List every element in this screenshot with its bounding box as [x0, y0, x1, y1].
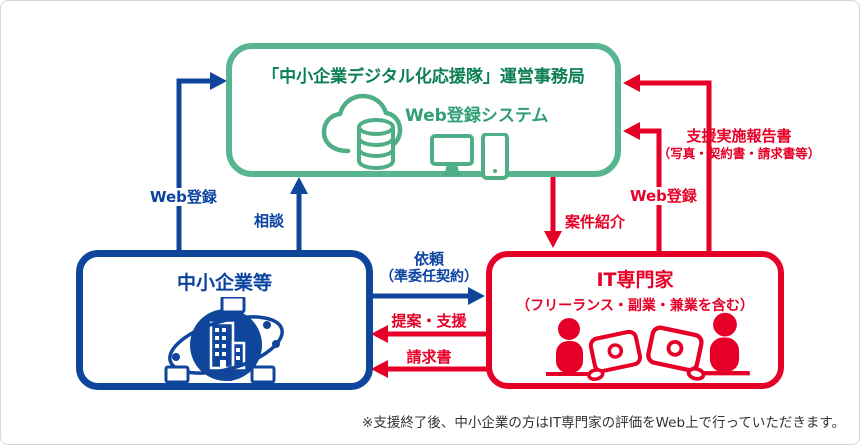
line-support-report: [638, 80, 712, 253]
label-sme-web-register: Web登録: [147, 188, 220, 206]
arrowhead-request: [468, 287, 485, 305]
label-request-note: （準委任契約）: [380, 269, 478, 285]
expert-box: IT専門家 （フリーランス・副業・兼業を含む）: [486, 251, 784, 389]
building-windows: [215, 328, 240, 368]
label-request: 依頼: [413, 250, 444, 268]
monitor-icon: [430, 134, 474, 176]
arrowhead-web-register-sme: [210, 72, 227, 90]
building-network-icon: [164, 297, 284, 388]
label-support-report: 支援実施報告書: [686, 127, 792, 145]
arrowhead-consult: [290, 177, 308, 194]
label-consult: 相談: [254, 212, 285, 230]
label-expert-web-register: Web登録: [627, 187, 700, 205]
label-support-report-group: 支援実施報告書 （写真・契約書・請求書等）: [646, 127, 832, 163]
orbit-network: [168, 315, 284, 381]
experts-laptop-icons: [546, 309, 752, 387]
tablet-icon: [481, 133, 509, 180]
arrowhead-case-introduction: [544, 231, 562, 248]
line-web-register-sme: [176, 78, 211, 253]
expert-box-subtitle: （フリーランス・副業・兼業を含む）: [516, 298, 754, 314]
label-proposal-support: 提案・支援: [391, 312, 467, 330]
network-monitor-icons: [164, 297, 276, 388]
footnote: ※支援終了後、中小企業の方はIT専門家の評価をWeb上で行っていただきます。: [362, 415, 845, 431]
cloud-database-icon: [321, 93, 403, 170]
sme-box-title: 中小企業等: [176, 272, 272, 294]
label-case-introduction: 案件紹介: [565, 213, 626, 231]
label-support-report-note: （写真・契約書・請求書等）: [657, 146, 821, 161]
office-box-title: 「中小企業デジタル化応援隊」運営事務局: [262, 67, 585, 87]
label-request-group: 依頼 （準委任契約）: [359, 250, 499, 286]
arrowhead-support-report: [623, 74, 640, 92]
sme-box: 中小企業等: [76, 250, 373, 390]
monitor-tablet-icon: [430, 133, 509, 180]
arrowhead-expert-web-register: [623, 122, 640, 140]
office-box: 「中小企業デジタル化応援隊」運営事務局 Web登録システム: [226, 43, 621, 180]
expert-box-title: IT専門家: [596, 269, 674, 291]
web-system-label: Web登録システム: [405, 106, 549, 126]
person-laptop-icon: [546, 318, 643, 381]
label-invoice: 請求書: [406, 348, 452, 366]
